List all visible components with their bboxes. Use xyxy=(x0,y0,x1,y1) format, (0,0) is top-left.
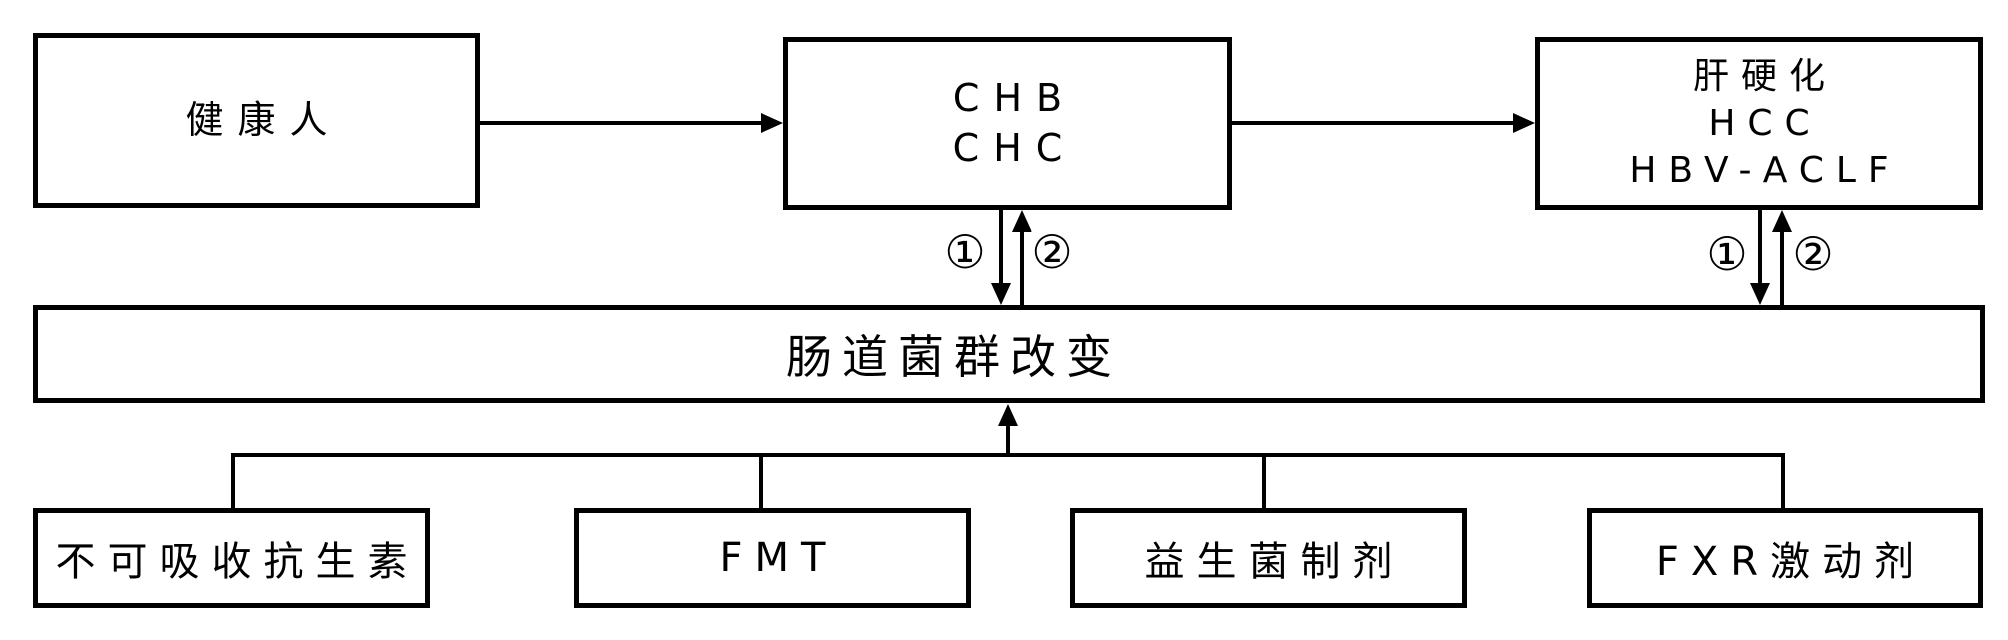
cirrhosis-hcc-aclf-box: 肝硬化 HCC HBV-ACLF xyxy=(1535,37,1983,210)
healthy-person-box: 健康人 xyxy=(33,33,480,208)
circled-1-label-left: ① xyxy=(944,225,986,279)
circled-2-label-left: ② xyxy=(1031,225,1073,279)
stub-line-probiotics xyxy=(1262,453,1266,508)
antibiotics-label: 不可吸收抗生素 xyxy=(55,539,420,585)
probiotics-box: 益生菌制剂 xyxy=(1070,508,1467,608)
arrow-gut-up-to-cirrhosis-head xyxy=(1772,210,1792,232)
arrow-chb-to-cirrhosis-stem xyxy=(1232,121,1513,125)
gut-microbiota-label: 肠道菌群改变 xyxy=(786,330,1122,384)
fxr-agonist-box: FXR激动剂 xyxy=(1587,508,1983,608)
chc-label: CHC xyxy=(952,125,1077,170)
arrow-bus-to-gut-stem xyxy=(1006,426,1010,457)
antibiotics-box: 不可吸收抗生素 xyxy=(33,508,430,608)
fmt-box: FMT xyxy=(574,508,971,608)
arrow-chb-down-to-gut-stem xyxy=(999,210,1003,283)
healthy-person-label: 健康人 xyxy=(185,97,342,142)
chb-label: CHB xyxy=(952,76,1077,121)
arrow-gut-up-to-cirrhosis-stem xyxy=(1780,232,1784,305)
arrow-gut-up-to-chb-stem xyxy=(1020,232,1024,305)
arrow-healthy-to-chb-head xyxy=(761,113,783,133)
gut-microbiota-box: 肠道菌群改变 xyxy=(33,305,1985,403)
arrow-cirrhosis-down-to-gut-head xyxy=(1750,283,1770,305)
circled-1-label-right: ① xyxy=(1706,227,1748,281)
fxr-agonist-label: FXR激动剂 xyxy=(1655,539,1927,585)
arrow-cirrhosis-down-to-gut-stem xyxy=(1758,210,1762,283)
circled-2-label-right: ② xyxy=(1792,227,1834,281)
hbv-aclf-label: HBV-ACLF xyxy=(1629,150,1901,191)
probiotics-label: 益生菌制剂 xyxy=(1144,539,1405,585)
cirrhosis-label: 肝硬化 xyxy=(1692,56,1837,97)
stub-line-antibiotics xyxy=(231,453,235,508)
arrow-gut-up-to-chb-head xyxy=(1012,210,1032,232)
stub-line-fxr xyxy=(1781,453,1785,508)
stub-line-fmt xyxy=(759,453,763,508)
arrow-chb-down-to-gut-head xyxy=(991,283,1011,305)
arrow-bus-to-gut-head xyxy=(998,404,1018,426)
arrow-healthy-to-chb-stem xyxy=(480,121,761,125)
chb-chc-box: CHB CHC xyxy=(783,37,1232,210)
arrow-chb-to-cirrhosis-head xyxy=(1513,113,1535,133)
hcc-label: HCC xyxy=(1708,103,1822,144)
fmt-label: FMT xyxy=(719,535,838,581)
